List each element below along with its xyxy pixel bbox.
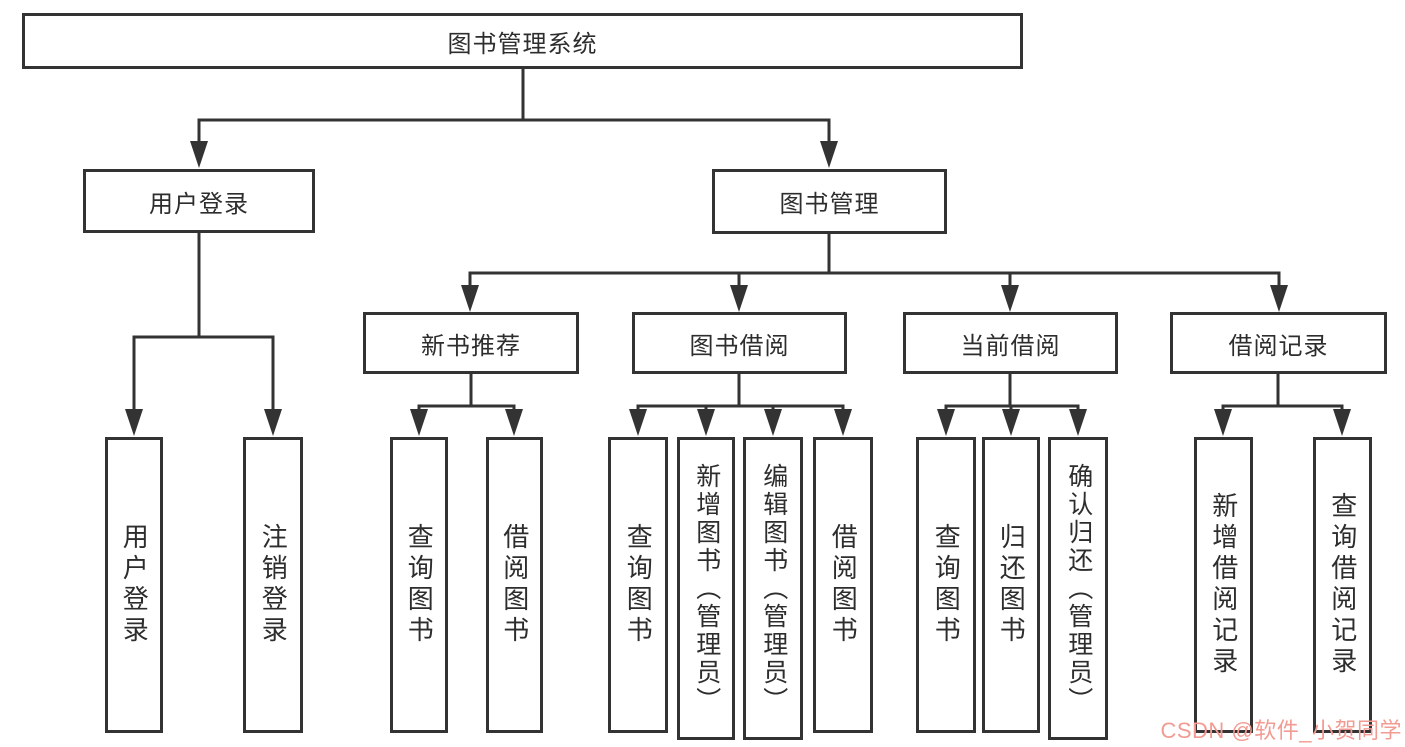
node-label: 归还图书 xyxy=(996,523,1027,647)
node-label: 编辑图书（管理员） xyxy=(759,462,788,715)
new-book-branch-line xyxy=(417,404,516,416)
arrow-down-icon xyxy=(461,285,479,312)
arrow-down-icon xyxy=(937,409,955,436)
node-leaf-confirm-return-admin: 确认归还（管理员） xyxy=(1048,437,1108,740)
node-label: 图书管理 xyxy=(779,191,880,218)
node-leaf-query-books-3: 查询图书 xyxy=(916,437,976,733)
arrow-down-icon xyxy=(505,409,523,436)
node-label: 用户登录 xyxy=(119,523,150,647)
arrow-down-icon xyxy=(1270,285,1288,312)
arrow-down-icon xyxy=(697,409,715,436)
arrow-down-icon xyxy=(410,409,428,436)
user-login-branch-line xyxy=(132,335,275,414)
node-book-management: 图书管理 xyxy=(712,169,947,234)
node-leaf-query-books-2: 查询图书 xyxy=(608,437,668,733)
node-leaf-add-books-admin: 新增图书（管理员） xyxy=(677,437,735,740)
arrowhead-icons xyxy=(125,141,1351,436)
node-library-management-system: 图书管理系统 xyxy=(22,13,1023,69)
arrow-down-icon xyxy=(834,409,852,436)
node-label: 图书管理系统 xyxy=(447,30,598,58)
arrow-down-icon xyxy=(764,409,782,436)
node-label: 注销登录 xyxy=(258,523,289,647)
node-label: 借阅记录 xyxy=(1228,332,1329,360)
node-label: 确认归还（管理员） xyxy=(1064,462,1093,715)
node-label: 新增借阅记录 xyxy=(1208,492,1239,678)
arrow-down-icon xyxy=(1001,285,1019,312)
arrow-down-icon xyxy=(629,409,647,436)
arrow-down-icon xyxy=(1002,409,1020,436)
arrow-down-icon xyxy=(1333,409,1351,436)
csdn-watermark: CSDN @软件_小贺同学 xyxy=(1160,718,1402,743)
node-label: 图书借阅 xyxy=(689,332,790,360)
arrow-down-icon xyxy=(730,285,748,312)
node-current-borrowing: 当前借阅 xyxy=(903,312,1118,374)
node-borrowing-records: 借阅记录 xyxy=(1170,312,1387,374)
node-label: 查询图书 xyxy=(623,523,654,647)
arrow-down-icon xyxy=(1069,409,1087,436)
node-label: 查询图书 xyxy=(931,523,962,647)
node-leaf-return-books: 归还图书 xyxy=(982,437,1040,733)
level1-branch-line xyxy=(197,118,831,150)
arrow-down-icon xyxy=(190,141,208,168)
node-leaf-user-login: 用户登录 xyxy=(105,437,163,733)
node-label: 查询借阅记录 xyxy=(1327,492,1358,678)
node-label: 查询图书 xyxy=(404,523,435,647)
node-new-book-recommend: 新书推荐 xyxy=(363,312,579,374)
arrow-down-icon xyxy=(264,409,282,436)
node-label: 借阅图书 xyxy=(828,523,859,647)
node-leaf-logout: 注销登录 xyxy=(243,437,303,733)
records-branch-line xyxy=(1221,404,1344,416)
node-leaf-borrow-books-2: 借阅图书 xyxy=(813,437,873,733)
arrow-down-icon xyxy=(1214,409,1232,436)
book-borrow-branch-line xyxy=(636,404,845,416)
level2-branch-line xyxy=(468,271,1281,292)
arrow-down-icon xyxy=(125,409,143,436)
node-user-login: 用户登录 xyxy=(83,169,315,233)
arrow-down-icon xyxy=(820,141,838,168)
node-leaf-add-borrow-record: 新增借阅记录 xyxy=(1194,437,1253,733)
node-leaf-query-borrow-record: 查询借阅记录 xyxy=(1313,437,1372,733)
node-label: 新书推荐 xyxy=(421,332,521,360)
node-label: 用户登录 xyxy=(149,190,249,218)
node-label: 新增图书（管理员） xyxy=(692,462,721,715)
node-book-borrowing: 图书借阅 xyxy=(632,312,847,374)
node-label: 当前借阅 xyxy=(960,332,1061,360)
node-leaf-borrow-books-1: 借阅图书 xyxy=(486,437,543,733)
node-leaf-edit-books-admin: 编辑图书（管理员） xyxy=(743,437,803,740)
node-label: 借阅图书 xyxy=(499,523,530,647)
node-leaf-query-books-1: 查询图书 xyxy=(390,437,448,733)
